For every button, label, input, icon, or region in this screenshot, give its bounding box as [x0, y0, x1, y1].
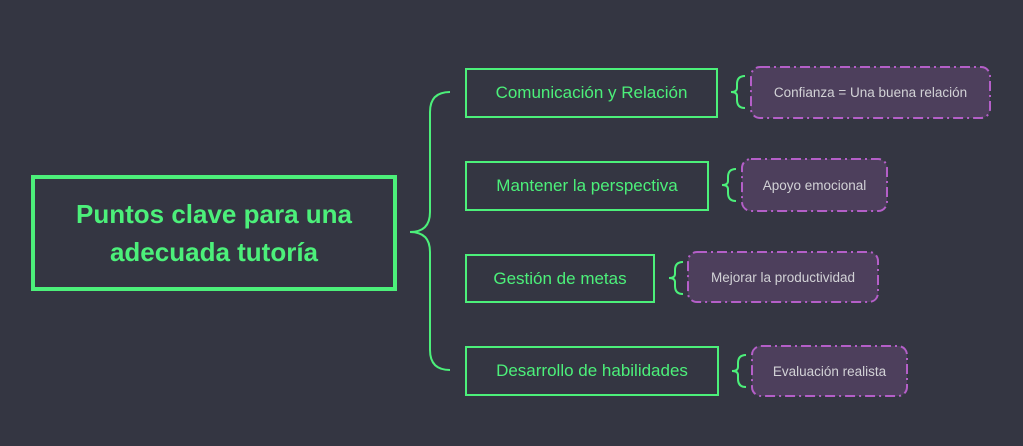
leaf-node-2[interactable]: Apoyo emocional — [742, 159, 887, 211]
leaf-node-1[interactable]: Confianza = Una buena relación — [751, 67, 990, 118]
leaf-label: Apoyo emocional — [762, 177, 867, 193]
leaf-brace-3 — [668, 261, 684, 295]
leaf-brace-4 — [731, 354, 747, 388]
branch-label: Desarrollo de habilidades — [496, 361, 688, 380]
branch-label: Mantener la perspectiva — [496, 176, 678, 195]
branch-node-4[interactable]: Desarrollo de habilidades — [465, 346, 719, 396]
leaf-label: Evaluación realista — [772, 363, 887, 379]
leaf-brace-2 — [721, 168, 737, 202]
leaf-box-3 — [687, 251, 879, 303]
branch-label: Gestión de metas — [493, 268, 627, 288]
leaf-box-4 — [751, 345, 908, 397]
branch-label: Comunicación y Relación — [495, 83, 688, 102]
root-node[interactable]: Puntos clave para una adecuada tutoría — [31, 175, 397, 291]
leaf-node-4[interactable]: Evaluación realista — [752, 346, 907, 396]
branch-node-3[interactable]: Gestión de metas — [465, 254, 655, 303]
leaf-brace-1 — [730, 75, 746, 109]
branch-node-1[interactable]: Comunicación y Relación — [465, 68, 718, 118]
leaf-box-1 — [750, 66, 991, 119]
branch-node-2[interactable]: Mantener la perspectiva — [465, 161, 709, 211]
leaf-node-3[interactable]: Mejorar la productividad — [688, 252, 878, 302]
leaf-label: Confianza = Una buena relación — [773, 85, 968, 100]
root-label: Puntos clave para una adecuada tutoría — [76, 199, 352, 267]
main-brace — [409, 91, 451, 371]
leaf-label: Mejorar la productividad — [710, 269, 856, 285]
leaf-box-2 — [741, 158, 888, 212]
